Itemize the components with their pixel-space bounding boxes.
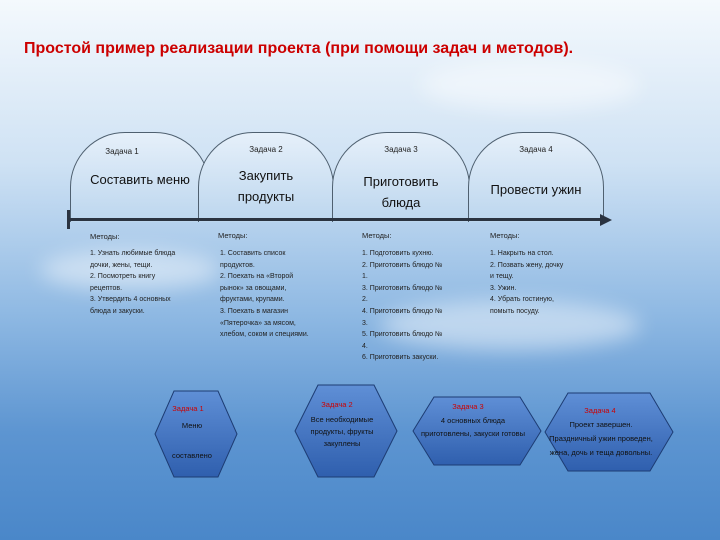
methods-4-label: Методы: xyxy=(490,231,520,240)
methods-1-list: 1. Узнать любимые блюда дочки, жены, тещ… xyxy=(90,250,176,315)
result-2-hexagon xyxy=(294,384,398,478)
result-4-label: Задача 4 xyxy=(584,406,616,415)
result-3-hexagon xyxy=(412,396,542,466)
page-title: Простой пример реализации проекта (при п… xyxy=(24,40,574,57)
result-1-text: Меню составлено xyxy=(172,421,212,460)
task-3-tab: Задача 3 Приготовить блюда xyxy=(332,132,470,222)
result-1-hexagon xyxy=(154,390,238,478)
task-3-text: Приготовить блюда xyxy=(363,174,439,210)
task-2-text: Закупить продукты xyxy=(237,168,295,204)
task-4-label: Задача 4 xyxy=(519,145,553,154)
methods-3-list: 1. Подготовить кухню. 2. Приготовить блю… xyxy=(362,250,443,362)
methods-2-list: 1. Составить список продуктов. 2. Поехат… xyxy=(220,250,309,339)
background-cloud xyxy=(420,60,640,110)
task-1-label: Задача 1 xyxy=(105,147,139,156)
methods-3-label: Методы: xyxy=(362,231,392,240)
methods-4-list: 1. Накрыть на стол. 2. Позвать жену, доч… xyxy=(490,250,564,315)
result-2-label: Задача 2 xyxy=(321,400,353,409)
task-1-tab: Задача 1 Составить меню xyxy=(70,132,210,222)
result-3-label: Задача 3 xyxy=(452,402,484,411)
timeline-arrow xyxy=(68,218,602,221)
methods-2-label: Методы: xyxy=(218,231,248,240)
timeline-arrow-head xyxy=(600,214,612,226)
result-4-hexagon xyxy=(544,392,674,472)
background-cloud xyxy=(380,300,640,350)
result-3-text: 4 основных блюда приготовлены, закуски г… xyxy=(420,416,525,438)
background-cloud xyxy=(40,250,220,290)
result-4-text: Проект завершен. Праздничный ужин провед… xyxy=(549,420,653,457)
task-2-tab: Задача 2 Закупить продукты xyxy=(198,132,334,222)
result-1-label: Задача 1 xyxy=(172,404,204,413)
task-4-text: Провести ужин xyxy=(490,182,582,197)
result-2-text: Все необходимые продукты, фрукты закупле… xyxy=(310,415,374,448)
task-1-text: Составить меню xyxy=(90,172,190,187)
methods-1-label: Методы: xyxy=(90,232,120,241)
task-4-tab: Задача 4 Провести ужин xyxy=(468,132,604,222)
task-3-label: Задача 3 xyxy=(384,145,418,154)
task-2-label: Задача 2 xyxy=(249,145,283,154)
